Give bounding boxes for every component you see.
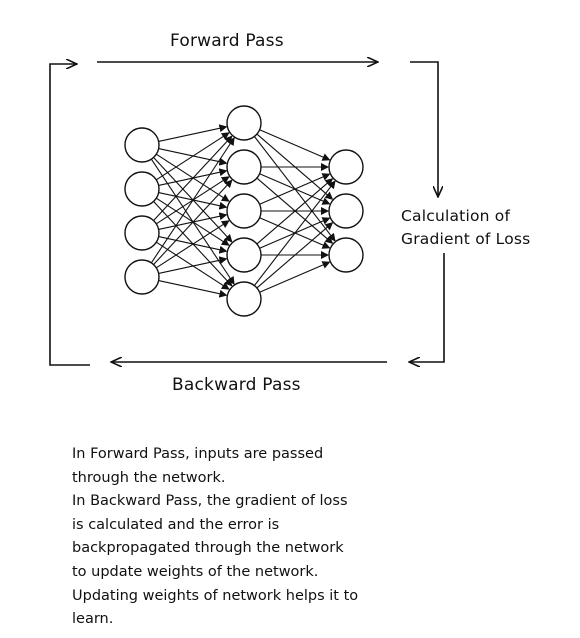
gradient-label-line-2: Gradient of Loss [401, 230, 531, 248]
network-connection [256, 222, 334, 289]
network-connection [153, 179, 233, 265]
explanation-line: is calculated and the error is [72, 516, 280, 533]
neuron-layer-1 [124, 259, 160, 295]
neuron-layer-1 [124, 171, 160, 207]
neuron-layer-3 [328, 237, 364, 273]
neuron-layer-2 [226, 149, 262, 185]
neuron-layer-1 [124, 215, 160, 251]
network-connections [150, 124, 336, 298]
explanation-line: In Backward Pass, the gradient of loss [72, 493, 348, 510]
network-connection [158, 124, 228, 142]
network-connection [259, 261, 331, 293]
neuron-layer-3 [328, 193, 364, 229]
network-connection [153, 135, 233, 221]
explanation-line: backpropagated through the network [72, 540, 344, 557]
explanation-line: to update weights of the network. [72, 563, 319, 580]
explanation-line: Updating weights of network helps it to [72, 587, 359, 604]
neuron-layer-2 [226, 193, 262, 229]
network-connection [253, 180, 336, 286]
forward-pass-label: Forward Pass [170, 31, 284, 51]
network-connection [259, 129, 331, 161]
neuron-layer-2 [226, 237, 262, 273]
explanation-text: In Forward Pass, inputs are passed throu… [72, 443, 472, 632]
explanation-line: learn. [72, 611, 114, 628]
network-connection [158, 280, 228, 298]
backward-pass-label: Backward Pass [172, 375, 301, 395]
network-neurons [124, 105, 364, 317]
neuron-layer-1 [124, 127, 160, 163]
gradient-of-loss-label: Calculation of Gradient of Loss [401, 205, 571, 251]
network-connection [259, 173, 331, 205]
network-connection [156, 220, 230, 269]
network-connection [158, 256, 228, 274]
network-connection [150, 137, 235, 264]
network-connection [156, 132, 230, 181]
to-gradient-arrow [410, 61, 438, 196]
explanation-line: through the network. [72, 469, 226, 486]
from-gradient-arrow [410, 253, 445, 362]
gradient-label-line-1: Calculation of [401, 207, 511, 225]
network-connection [256, 178, 334, 245]
neuron-layer-2 [226, 281, 262, 317]
neuron-layer-2 [226, 105, 262, 141]
loop-back-arrow [49, 64, 90, 366]
explanation-line: In Forward Pass, inputs are passed [72, 446, 324, 462]
neuron-layer-3 [328, 149, 364, 185]
